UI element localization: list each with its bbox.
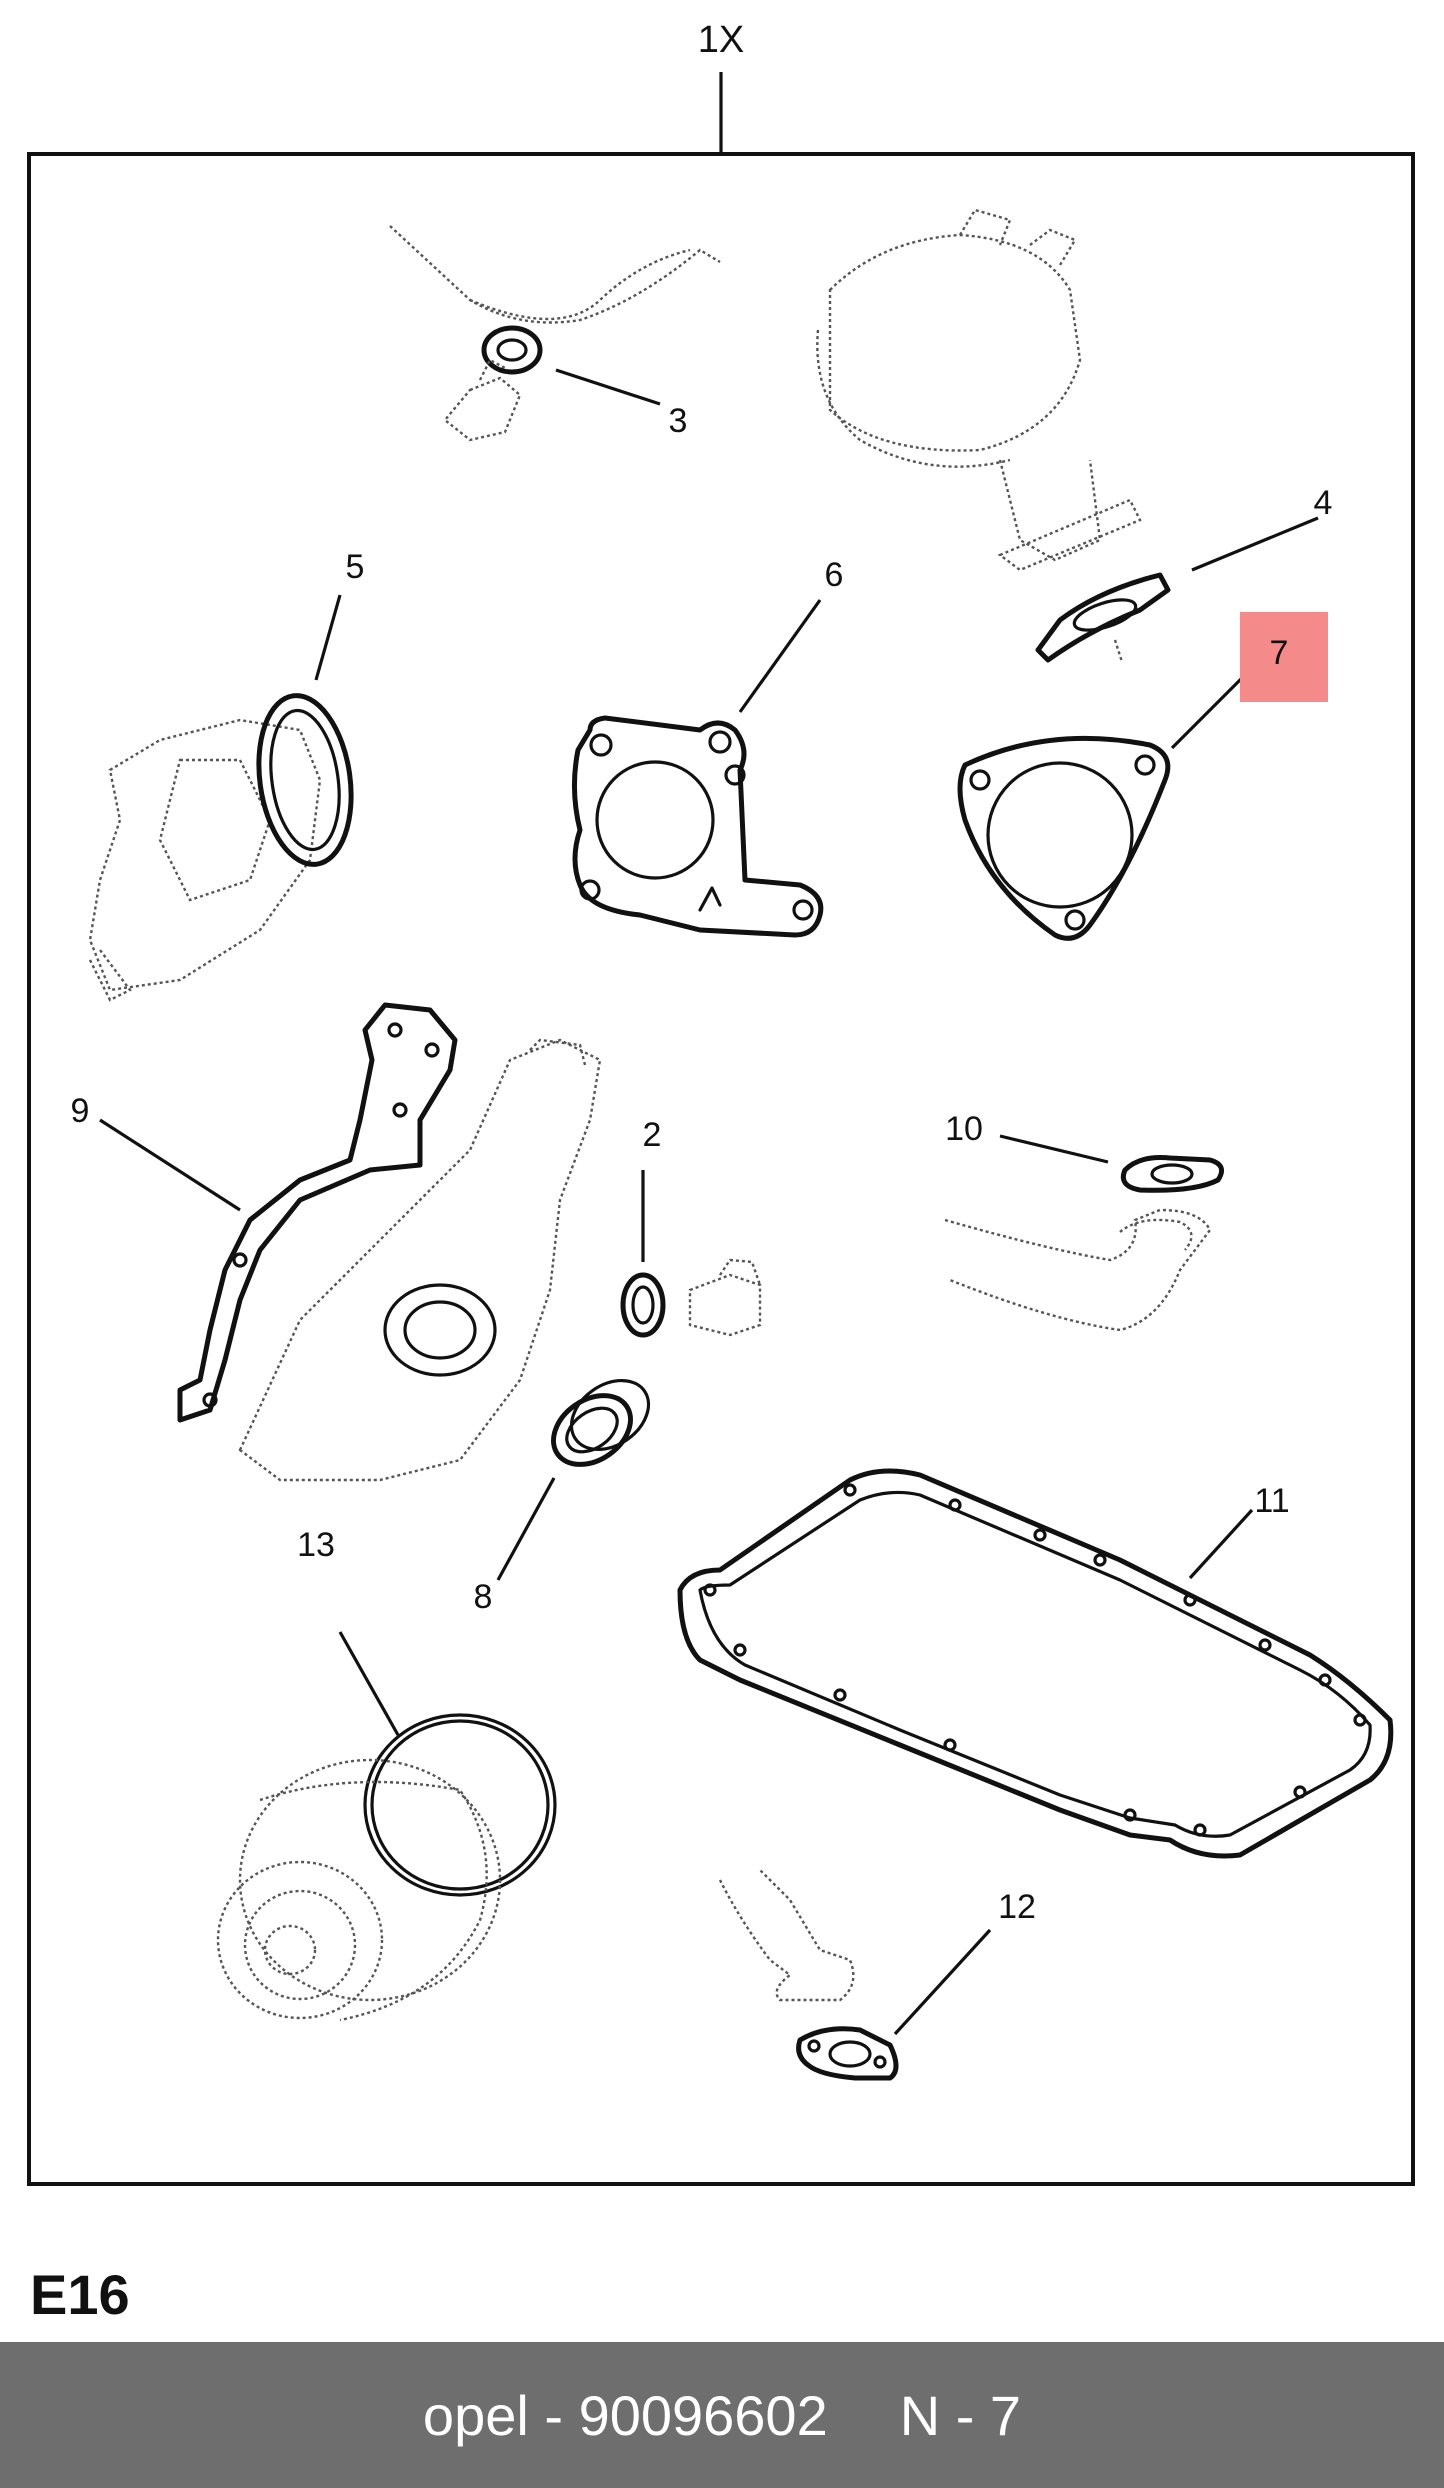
leader-10: [999, 1134, 1109, 1164]
leader-7: [1170, 670, 1250, 750]
callout-7: 7: [1270, 634, 1289, 672]
leader-9: [99, 1118, 241, 1212]
leader-5: [314, 594, 342, 681]
callout-6: 6: [825, 556, 844, 594]
leader-8: [496, 1477, 556, 1581]
leader-6: [738, 599, 822, 713]
part-info-bar: opel - 90096602 N - 7: [0, 2342, 1444, 2488]
part-2-seal-plug: [620, 1258, 762, 1338]
part-7-triangular-gasket: [957, 735, 1171, 941]
part-10-pipe-flange-gasket: [944, 1155, 1225, 1332]
callout-13: 13: [297, 1526, 335, 1564]
callout-10: 10: [945, 1110, 983, 1148]
part-8-front-crank-seal: [551, 1378, 651, 1467]
callout-5: 5: [346, 548, 365, 586]
callout-8: 8: [474, 1578, 493, 1616]
callout-3: 3: [669, 402, 688, 440]
leader-11: [1188, 1508, 1254, 1580]
callout-7-highlight: [1240, 612, 1328, 702]
callout-4: 4: [1314, 484, 1333, 522]
engine-code-label: E16: [30, 2263, 130, 2326]
leader-4: [1191, 516, 1319, 572]
part-11-oil-pan-gasket: [677, 1468, 1394, 1859]
leader-13: [338, 1631, 400, 1736]
callout-2: 2: [643, 1116, 662, 1154]
gasket-bolt-holes: [703, 1483, 1367, 1837]
leader-12: [893, 1928, 992, 2036]
part-13-water-pump-oring: [216, 1713, 557, 2022]
set-quantity-label: 1X: [698, 19, 744, 61]
brand-part-number: opel - 90096602: [422, 2383, 828, 2447]
part-5-crankshaft-rear-seal: [88, 693, 354, 1002]
callout-9: 9: [71, 1092, 90, 1130]
part-4-oil-pickup-gasket: [816, 208, 1171, 663]
diagram-position: N - 7: [899, 2383, 1022, 2447]
leader-3: [555, 368, 661, 406]
callout-11: 11: [1254, 1482, 1289, 1520]
part-6-housing-gasket: [571, 715, 824, 938]
part-3-drain-plug-seal: [389, 225, 721, 442]
callout-12: 12: [998, 1888, 1036, 1926]
part-12-flange-gasket: [718, 1869, 899, 2081]
part-9-front-cover-gasket: [177, 1002, 602, 1482]
